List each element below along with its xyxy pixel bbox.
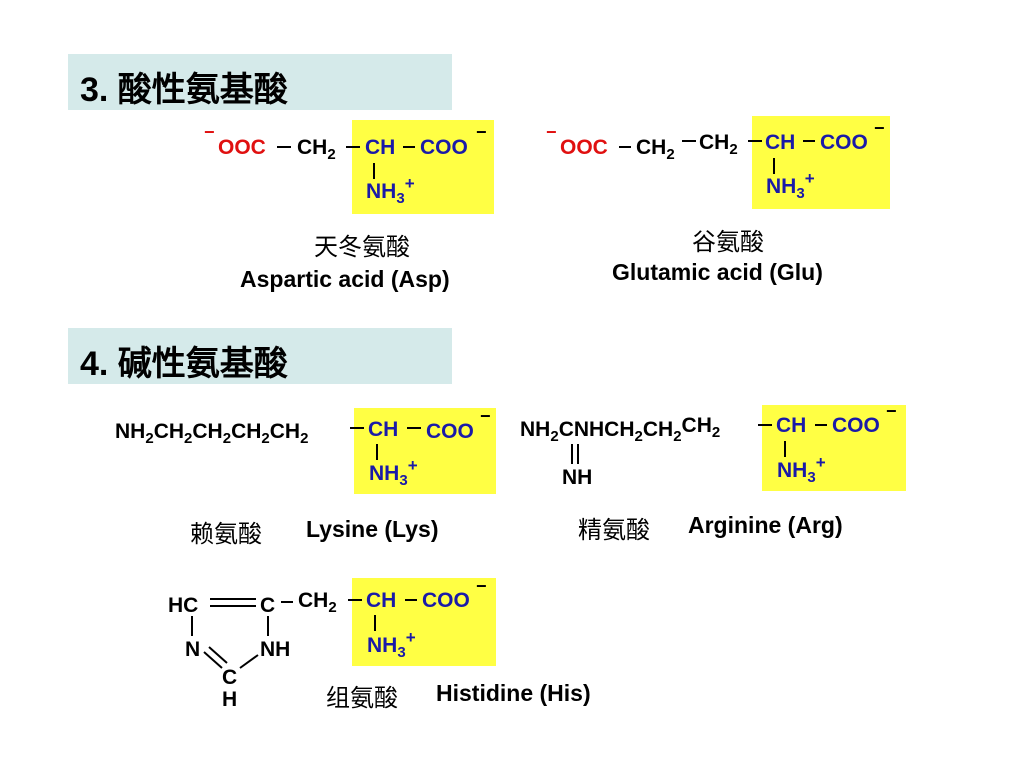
glu-charge-minus: −: [546, 122, 557, 142]
his-coo: COO: [422, 589, 470, 612]
glu-coo-minus: −: [874, 118, 885, 138]
section-basic-header: [68, 328, 452, 384]
glu-bond-4: [803, 140, 815, 142]
his-alpha-ch: CH: [366, 589, 397, 612]
his-ring-c: C: [260, 594, 276, 617]
arg-bond-2: [815, 424, 827, 426]
lys-nh3: NH3+: [369, 456, 418, 489]
glu-bond-3: [748, 140, 762, 142]
arg-coo-minus: −: [886, 401, 897, 421]
asp-nh3: NH3+: [366, 174, 415, 207]
glu-bond-1: [619, 146, 631, 148]
arg-english-name: Arginine (Arg): [688, 512, 843, 538]
asp-english-name: Aspartic acid (Asp): [240, 266, 450, 292]
glu-ch2-b: CH2: [699, 131, 738, 158]
section-acidic-header: [68, 54, 452, 110]
his-bond-1: [348, 599, 362, 601]
his-chinese-name: 组氨酸: [326, 684, 398, 712]
arg-double-bond-left: [571, 444, 573, 464]
asp-coo-minus: −: [476, 122, 487, 142]
lys-english-name: Lysine (Lys): [306, 516, 439, 542]
arg-chinese-name: 精氨酸: [578, 516, 650, 544]
asp-highlight: [352, 120, 494, 214]
glu-english-name: Glutamic acid (Glu): [612, 259, 823, 285]
glu-ch2-a: CH2: [636, 136, 675, 163]
lys-bond-2: [407, 427, 421, 429]
glu-chinese-name: 谷氨酸: [692, 228, 764, 256]
asp-charge-minus: −: [204, 122, 215, 142]
arg-alpha-ch: CH: [776, 414, 807, 437]
asp-chinese-name: 天冬氨酸: [314, 233, 410, 261]
lys-alpha-ch: CH: [368, 418, 399, 441]
glu-bond-down: [773, 158, 775, 174]
lys-coo: COO: [426, 420, 474, 443]
lys-bond-down: [376, 444, 378, 460]
glu-coo: COO: [820, 131, 868, 154]
his-coo-minus: −: [476, 576, 487, 596]
asp-coo: COO: [420, 136, 468, 159]
arg-highlight: [762, 405, 906, 491]
lys-bond-1: [350, 427, 364, 429]
section-acidic-title: 3. 酸性氨基酸: [80, 71, 288, 109]
asp-ooc: OOC: [218, 136, 266, 159]
arg-bond-1: [758, 424, 772, 426]
his-nh3: NH3+: [367, 628, 416, 661]
lys-coo-minus: −: [480, 406, 491, 426]
his-ring-c-bottom: C: [222, 666, 238, 689]
arg-bond-down: [784, 441, 786, 457]
lys-side-chain: NH2CH2CH2CH2CH2: [115, 420, 309, 447]
his-english-name: Histidine (His): [436, 680, 591, 706]
his-ch2: CH2: [298, 589, 337, 616]
glu-ooc: OOC: [560, 136, 608, 159]
arg-imine-nh: NH: [562, 466, 593, 489]
his-bond-2: [405, 599, 417, 601]
asp-ch2: CH2: [297, 136, 336, 163]
his-bond-down: [374, 615, 376, 631]
asp-alpha-ch: CH: [365, 136, 396, 159]
section-basic-title: 4. 碱性氨基酸: [80, 345, 288, 383]
asp-bond-2: [346, 146, 360, 148]
asp-bond-3: [403, 146, 415, 148]
asp-bond-down: [373, 163, 375, 179]
his-ring-nh: NH: [260, 638, 291, 661]
his-highlight: [352, 578, 496, 666]
arg-nh3: NH3+: [777, 453, 826, 486]
his-ring-h-bottom: H: [222, 688, 238, 711]
arg-coo: COO: [832, 414, 880, 437]
his-ring-hc: HC: [168, 594, 199, 617]
arg-side-chain: NH2CNHCH2CH2CH2: [520, 414, 721, 445]
asp-bond-1: [277, 146, 291, 148]
glu-alpha-ch: CH: [765, 131, 796, 154]
lys-chinese-name: 赖氨酸: [190, 520, 262, 548]
glu-nh3: NH3+: [766, 169, 815, 202]
glu-bond-2: [682, 140, 696, 142]
his-ring-n: N: [185, 638, 201, 661]
glu-highlight: [752, 116, 890, 209]
arg-double-bond-right: [577, 444, 579, 464]
